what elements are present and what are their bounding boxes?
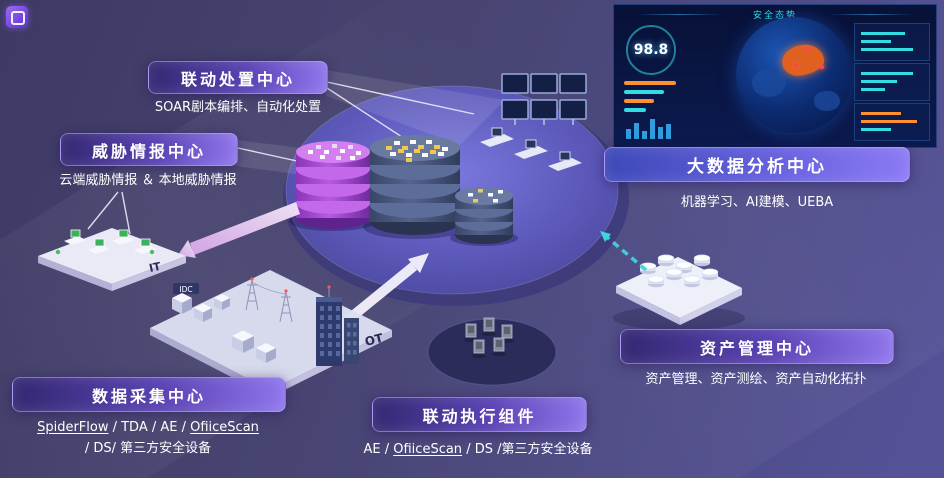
mini-bar: [861, 40, 891, 43]
mini-column: [642, 131, 647, 139]
tool-names: / DS /第三方安全设备: [462, 442, 593, 457]
mini-column: [634, 123, 639, 139]
mini-bar: [861, 88, 885, 91]
tool-names: / TDA / AE /: [108, 420, 191, 435]
node-execution-component: 联动执行组件: [372, 397, 587, 432]
security-score: 98.8: [633, 42, 669, 58]
alert-dot: [806, 47, 810, 51]
data-chips: [386, 140, 448, 162]
tool-name: OfiiceScan: [190, 420, 259, 435]
tool-name: SpiderFlow: [37, 420, 109, 435]
tower-light: [284, 289, 288, 293]
it-computers: [55, 229, 156, 255]
threat-db-cylinder: [289, 141, 377, 231]
mini-bar: [624, 90, 664, 94]
mini-bar: [861, 72, 913, 75]
node-threat-intel-subtitle: 云端威胁情报 ＆ 本地威胁情报: [59, 173, 237, 188]
workstations: [480, 127, 582, 171]
mini-bar: [861, 32, 905, 35]
mini-column: [658, 127, 663, 139]
tool-name: OfiiceScan: [393, 442, 463, 457]
node-data-collection-subtitle-line2: / DS/ 第三方安全设备: [84, 441, 212, 456]
mini-bar: [624, 81, 676, 85]
dash-side-panel: [854, 23, 930, 61]
mini-column: [666, 124, 671, 139]
data-chips: [468, 189, 503, 203]
ot-highrise: [316, 285, 359, 366]
core-db-cylinder: [363, 135, 467, 239]
monitor-wall: [501, 73, 587, 125]
alert-dot: [820, 65, 824, 69]
node-asset-mgmt-subtitle: 资产管理、资产测绘、资产自动化拓扑: [645, 372, 867, 387]
landmass: [752, 69, 786, 97]
data-chips: [308, 144, 361, 160]
asset-platform: [613, 254, 745, 330]
mini-column: [650, 119, 655, 139]
corner-logo-glyph: [11, 11, 25, 25]
small-db-cylinder: [450, 187, 518, 246]
node-threat-intel-center: 威胁情报中心: [60, 133, 238, 166]
it-platform: IT: [38, 228, 186, 291]
idc-label: IDC: [179, 285, 192, 294]
node-data-collection-center: 数据采集中心: [12, 377, 286, 412]
china-highlight: [780, 42, 826, 78]
corner-logo: [6, 6, 28, 28]
asset-discs: [639, 254, 719, 288]
tower-light: [250, 277, 254, 281]
node-bigdata-center: 大数据分析中心: [604, 147, 910, 182]
it-platform-label: IT: [148, 260, 163, 275]
beam-disposal: [326, 70, 505, 145]
mini-bar: [861, 48, 913, 51]
score-gauge: 98.8: [626, 25, 676, 75]
dashboard-title: 安全态势: [752, 11, 797, 21]
mini-column: [626, 129, 631, 139]
mini-bar: [624, 99, 654, 103]
ot-buildings: [172, 293, 276, 363]
dash-side-panel: [854, 63, 930, 101]
alert-dot: [794, 63, 798, 67]
dash-header-line: [636, 14, 722, 15]
globe-map: [736, 17, 852, 133]
idc-sign: [173, 283, 199, 294]
node-bigdata-subtitle: 机器学习、AI建模、UEBA: [680, 195, 834, 210]
execution-devices: [464, 317, 514, 358]
connector-lines: [87, 81, 475, 235]
node-data-collection-subtitle-line1: SpiderFlow / TDA / AE / OfiiceScan: [12, 419, 284, 437]
mini-bar: [624, 108, 646, 112]
mini-bar: [861, 128, 891, 131]
node-disposal-center: 联动处置中心: [148, 61, 328, 94]
node-disposal-subtitle: SOAR剧本编排、自动化处置: [154, 100, 322, 115]
asset-flow-arrow: [600, 231, 648, 272]
node-execution-subtitle: AE / OfiiceScan / DS /第三方安全设备: [350, 441, 606, 459]
security-dashboard: 安全态势 98.8: [613, 4, 937, 148]
mini-bar: [861, 80, 897, 83]
dash-header-line: [828, 14, 914, 15]
execution-cluster: [427, 317, 557, 386]
mini-bar: [861, 112, 901, 115]
ot-platform-label: OT: [363, 331, 385, 349]
mini-bar: [861, 120, 917, 123]
tool-names: AE /: [363, 442, 394, 457]
landmass: [814, 91, 840, 111]
node-asset-mgmt-center: 资产管理中心: [620, 329, 894, 364]
dash-side-panel: [854, 103, 930, 141]
